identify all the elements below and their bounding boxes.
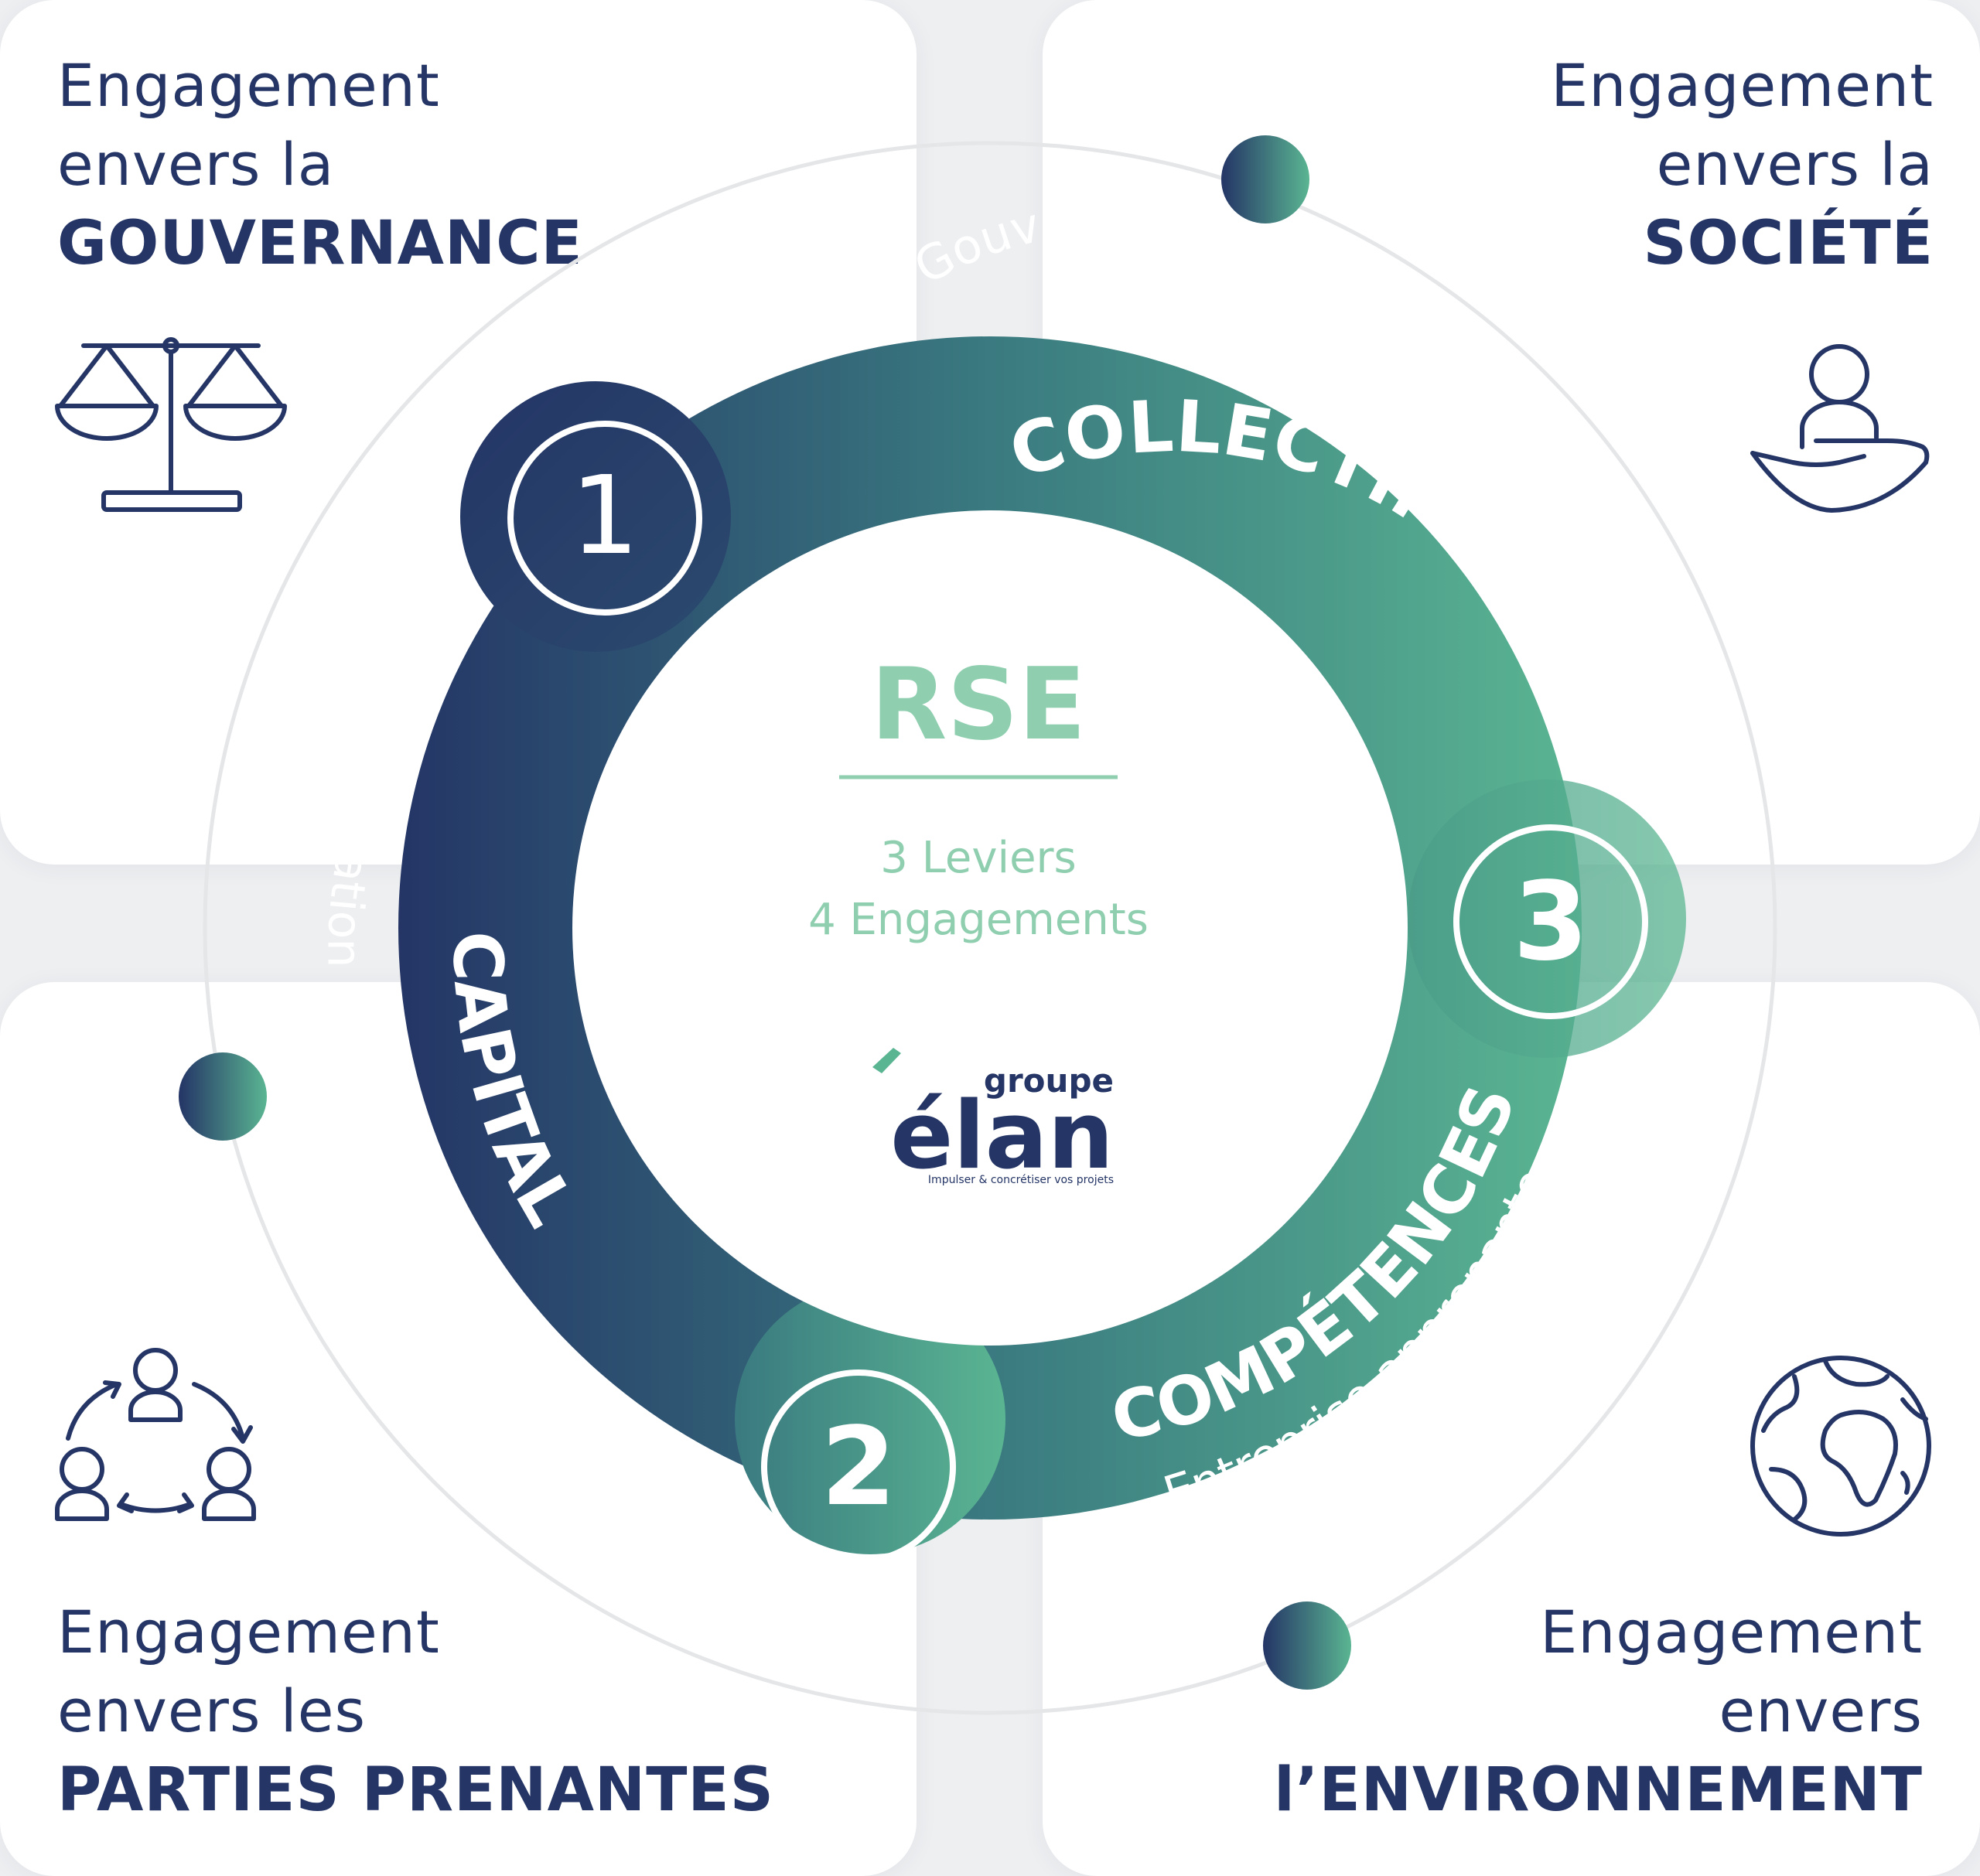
engagement-line2: envers [1719, 1676, 1923, 1745]
engagement-environnement: Engagement envers l’ENVIRONNEMENT [1274, 1593, 1923, 1830]
engagement-target: l’ENVIRONNEMENT [1274, 1755, 1923, 1825]
lever2-number-circle [761, 1369, 956, 1564]
people-exchange-icon [55, 1348, 256, 1521]
lever3-number: 3 [1513, 859, 1588, 985]
logo-accent [872, 1048, 901, 1073]
engagement-line2: envers les [57, 1676, 367, 1745]
center-title: RSE [871, 647, 1086, 762]
hand-person-icon [1750, 344, 1930, 513]
engagement-target: PARTIES PRENANTES [57, 1755, 774, 1825]
engagement-line1: Engagement [1551, 51, 1934, 120]
engagement-parties-prenantes: Engagement envers les PARTIES PRENANTES [57, 1593, 774, 1830]
lever2-lobe [735, 1284, 1005, 1554]
logo-main: élan [890, 1083, 1114, 1190]
orbit-dot [1221, 135, 1309, 223]
engagement-target: SOCIÉTÉ [1643, 209, 1934, 278]
outer-orbit [203, 141, 1777, 1715]
scales-icon [55, 337, 287, 512]
globe-icon [1750, 1356, 1931, 1537]
engagement-line1: Engagement [1540, 1598, 1923, 1666]
engagement-societe: Engagement envers la SOCIÉTÉ [1551, 46, 1934, 283]
lever1-number: 1 [570, 453, 639, 579]
engagement-line2: envers la [1656, 130, 1934, 199]
orbit-dot [179, 1052, 267, 1141]
orbit-dot [1263, 1601, 1351, 1690]
lever2-number: 2 [821, 1404, 896, 1530]
lever1-number-circle [507, 421, 702, 616]
logo-tagline: Impulser & concrétiser vos projets [928, 1174, 1114, 1186]
logo-top: groupe [984, 1062, 1114, 1100]
engagement-gouvernance: Engagement envers la GOUVERNANCE [57, 46, 583, 283]
groupe-elan-logo: groupe élan Impulser & concrétiser vos p… [872, 1048, 1114, 1190]
engagement-line2: envers la [57, 130, 335, 199]
engagement-target: GOUVERNANCE [57, 209, 583, 278]
center-line1: 3 Leviers [880, 833, 1076, 883]
center-line2: 4 Engagements [808, 895, 1149, 945]
lever3-number-circle [1453, 824, 1648, 1019]
center-disk [572, 510, 1408, 1346]
engagement-line1: Engagement [57, 1598, 440, 1666]
lever1-lobe [460, 381, 731, 652]
engagement-line1: Engagement [57, 51, 440, 120]
